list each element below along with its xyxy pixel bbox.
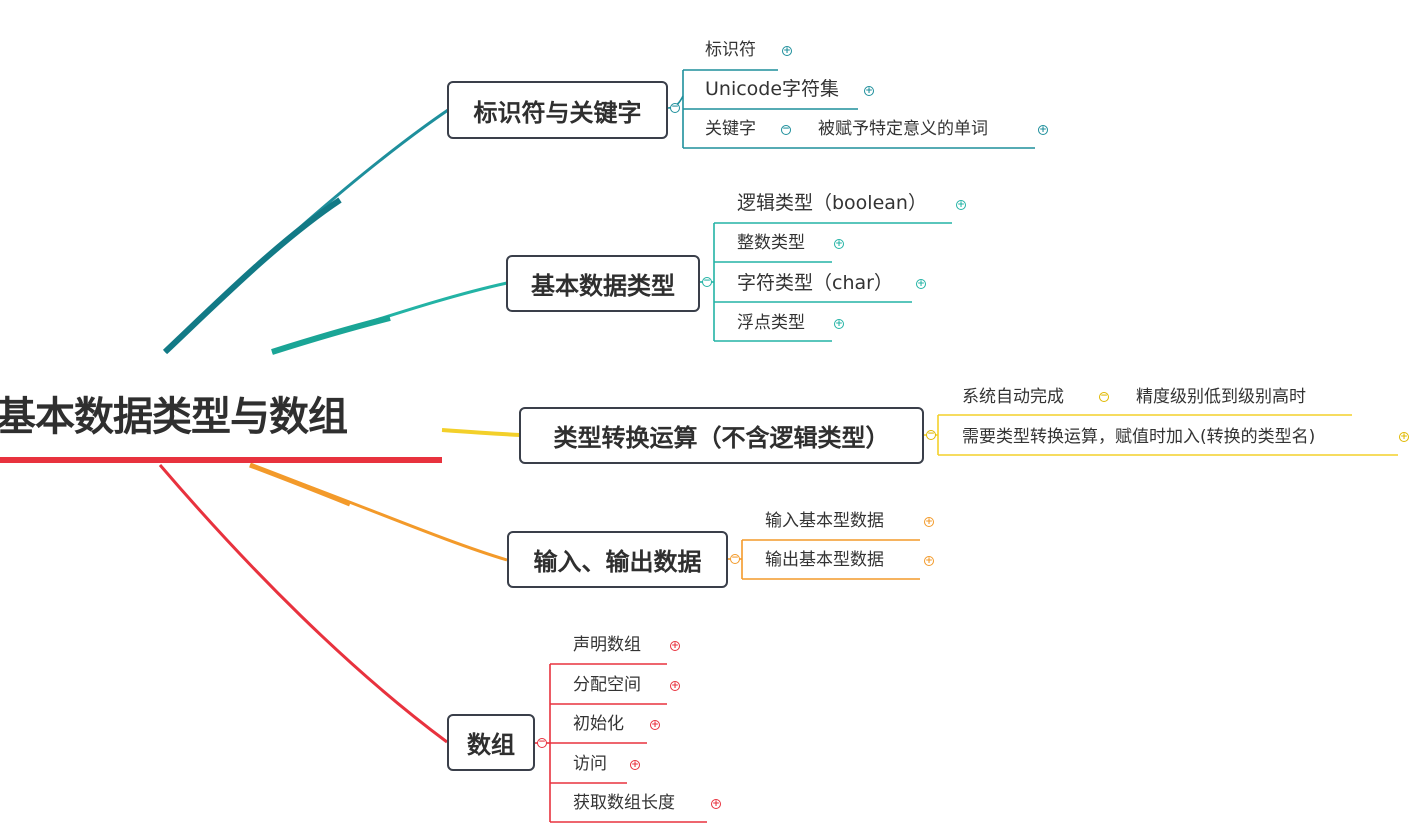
expand-icon[interactable] <box>782 46 792 56</box>
trunk-array <box>158 464 448 744</box>
branch-primitive-types[interactable]: 基本数据类型 <box>506 255 700 312</box>
leaf-low-to-high-precision[interactable]: 精度级别低到级别高时 <box>1136 387 1306 407</box>
collapse-icon[interactable] <box>537 738 547 748</box>
expand-icon[interactable] <box>711 799 721 809</box>
expand-icon[interactable] <box>1038 125 1048 135</box>
leaf-keyword[interactable]: 关键字 <box>705 119 756 139</box>
branch-identifiers-keywords[interactable]: 标识符与关键字 <box>447 81 668 139</box>
leaf-integer-type[interactable]: 整数类型 <box>737 233 805 253</box>
leaf-declare-array[interactable]: 声明数组 <box>573 635 641 655</box>
trunk-type-conversion <box>441 428 521 437</box>
leaf-char-type[interactable]: 字符类型（char） <box>737 272 893 294</box>
leaf-array-length[interactable]: 获取数组长度 <box>573 793 675 813</box>
leaf-initialize[interactable]: 初始化 <box>573 714 624 734</box>
expand-icon[interactable] <box>924 517 934 527</box>
expand-icon[interactable] <box>650 720 660 730</box>
expand-icon[interactable] <box>630 760 640 770</box>
leaf-access[interactable]: 访问 <box>573 754 607 774</box>
branch-array[interactable]: 数组 <box>447 714 535 771</box>
expand-icon[interactable] <box>956 200 966 210</box>
leaf-explicit-cast[interactable]: 需要类型转换运算，赋值时加入(转换的类型名) <box>962 427 1316 447</box>
expand-icon[interactable] <box>1399 432 1409 442</box>
leaf-input-data[interactable]: 输入基本型数据 <box>765 511 884 531</box>
collapse-icon[interactable] <box>670 103 680 113</box>
central-topic-underline <box>0 457 442 463</box>
leaf-identifier[interactable]: 标识符 <box>705 40 756 60</box>
central-topic[interactable]: 基本数据类型与数组 <box>0 394 348 440</box>
leaf-allocate-space[interactable]: 分配空间 <box>573 675 641 695</box>
collapse-icon[interactable] <box>1099 392 1109 402</box>
expand-icon[interactable] <box>924 556 934 566</box>
collapse-icon[interactable] <box>781 125 791 135</box>
leaf-auto-conversion[interactable]: 系统自动完成 <box>962 387 1064 407</box>
leaf-keyword-detail[interactable]: 被赋予特定意义的单词 <box>818 119 988 139</box>
branch-type-conversion[interactable]: 类型转换运算（不含逻辑类型） <box>519 407 924 464</box>
expand-icon[interactable] <box>864 86 874 96</box>
collapse-icon[interactable] <box>730 554 740 564</box>
leaf-output-data[interactable]: 输出基本型数据 <box>765 550 884 570</box>
expand-icon[interactable] <box>916 279 926 289</box>
expand-icon[interactable] <box>670 641 680 651</box>
branch-input-output[interactable]: 输入、输出数据 <box>507 531 728 588</box>
expand-icon[interactable] <box>834 239 844 249</box>
collapse-icon[interactable] <box>926 430 936 440</box>
expand-icon[interactable] <box>834 319 844 329</box>
leaf-float-type[interactable]: 浮点类型 <box>737 313 805 333</box>
leaf-unicode-charset[interactable]: Unicode字符集 <box>705 78 840 100</box>
expand-icon[interactable] <box>670 681 680 691</box>
leaf-boolean-type[interactable]: 逻辑类型（boolean） <box>737 192 927 214</box>
collapse-icon[interactable] <box>702 277 712 287</box>
